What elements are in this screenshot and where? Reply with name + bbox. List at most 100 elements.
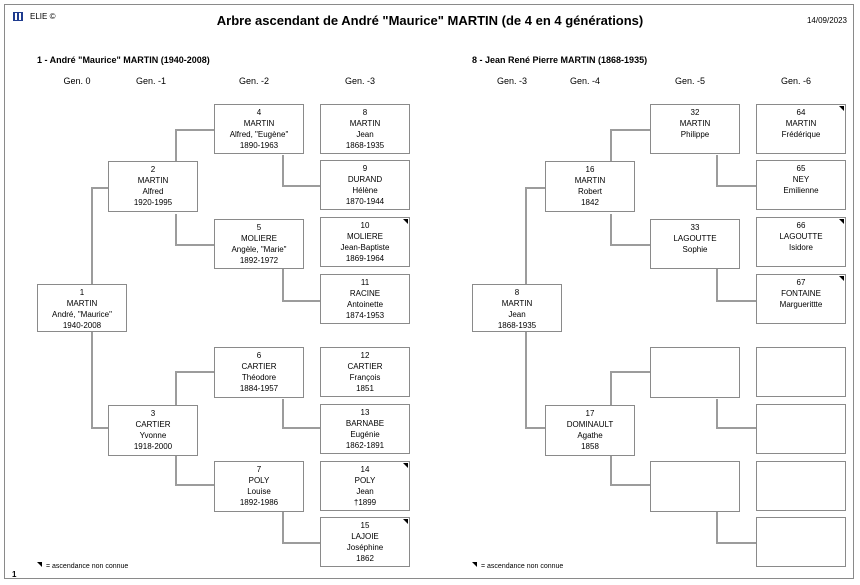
surname: MARTIN	[679, 119, 711, 128]
person-box-9[interactable]: 9 DURAND Hélène 1870-1944	[320, 160, 410, 210]
unknown-ancestry-marker-icon	[403, 519, 408, 524]
person-box-66[interactable]: 66 LAGOUTTE Isidore	[756, 217, 846, 267]
sosa-number: 7	[256, 465, 262, 474]
person-box-4[interactable]: 4 MARTIN Alfred, "Eugène" 1890-1963	[214, 104, 304, 154]
gen-header: Gen. -6	[780, 76, 811, 86]
gen-header: Gen. -3	[344, 76, 375, 86]
person-box-6[interactable]: 6 CARTIER Théodore 1884-1957	[214, 347, 304, 398]
person-box-8[interactable]: 8 MARTIN Jean 1868-1935	[320, 104, 410, 154]
surname: MOLIERE	[346, 232, 383, 241]
person-box-8-root[interactable]: 8 MARTIN Jean 1868-1935	[472, 284, 562, 332]
page-number: 1	[12, 570, 17, 579]
unknown-ancestry-marker-icon	[403, 463, 408, 468]
unknown-ancestry-marker-icon	[37, 562, 42, 567]
surname: FONTAINE	[781, 289, 821, 298]
given-names: Alfred, "Eugène"	[229, 130, 289, 139]
life-dates: †1899	[353, 498, 377, 507]
person-box-11[interactable]: 11 RACINE Antoinette 1874-1953	[320, 274, 410, 324]
gen-header: Gen. 0	[63, 76, 91, 86]
surname: LAJOIE	[351, 532, 379, 541]
surname: CARTIER	[135, 420, 171, 429]
person-box-1[interactable]: 1 MARTIN André, "Maurice" 1940-2008	[37, 284, 127, 332]
person-box-67[interactable]: 67 FONTAINE Marguerittte	[756, 274, 846, 324]
sosa-number: 9	[362, 164, 368, 173]
given-names: Louise	[247, 487, 271, 496]
book-logo-icon	[13, 12, 23, 21]
empty-person-box[interactable]	[650, 461, 740, 512]
sosa-number: 33	[690, 223, 700, 232]
person-box-12[interactable]: 12 CARTIER François 1851	[320, 347, 410, 397]
empty-person-box[interactable]	[650, 347, 740, 398]
person-box-14[interactable]: 14 POLY Jean †1899	[320, 461, 410, 511]
life-dates: 1868-1935	[345, 141, 385, 150]
person-box-32[interactable]: 32 MARTIN Philippe	[650, 104, 740, 154]
person-box-2[interactable]: 2 MARTIN Alfred 1920-1995	[108, 161, 198, 212]
life-dates: 1920-1995	[133, 198, 173, 207]
surname: MARTIN	[137, 176, 169, 185]
given-names: Yvonne	[139, 431, 167, 440]
given-names: Antoinette	[346, 300, 384, 309]
app-name: ELIE ©	[30, 12, 56, 21]
person-box-64[interactable]: 64 MARTIN Frédérique	[756, 104, 846, 154]
sosa-number: 66	[796, 221, 806, 230]
surname: BARNABE	[345, 419, 385, 428]
given-names: Joséphine	[346, 543, 384, 552]
surname: POLY	[354, 476, 376, 485]
life-dates: 1892-1972	[239, 256, 279, 265]
sosa-number: 17	[585, 409, 595, 418]
given-names: Isidore	[788, 243, 813, 252]
given-names: Jean	[508, 310, 526, 319]
given-names: Philippe	[680, 130, 710, 139]
surname: RACINE	[349, 289, 381, 298]
sosa-number: 2	[150, 165, 156, 174]
surname: MARTIN	[501, 299, 533, 308]
unknown-ancestry-marker-icon	[403, 219, 408, 224]
sosa-number: 65	[796, 164, 806, 173]
page-title: Arbre ascendant de André "Maurice" MARTI…	[216, 13, 644, 28]
sosa-number: 4	[256, 108, 262, 117]
person-box-33[interactable]: 33 LAGOUTTE Sophie	[650, 219, 740, 269]
sosa-number: 10	[360, 221, 370, 230]
given-names: Jean	[356, 130, 374, 139]
sosa-number: 12	[360, 351, 370, 360]
person-box-65[interactable]: 65 NEY Emilienne	[756, 160, 846, 210]
surname: MOLIERE	[240, 234, 277, 243]
sosa-number: 8	[514, 288, 520, 297]
gen-header: Gen. -1	[135, 76, 166, 86]
surname: CARTIER	[347, 362, 383, 371]
person-box-15[interactable]: 15 LAJOIE Joséphine 1862	[320, 517, 410, 567]
empty-person-box[interactable]	[756, 461, 846, 511]
legend-text: = ascendance non connue	[46, 563, 129, 570]
empty-person-box[interactable]	[756, 347, 846, 397]
surname: MARTIN	[574, 176, 606, 185]
life-dates: 1868-1935	[497, 321, 537, 330]
life-dates: 1870-1944	[345, 197, 385, 206]
surname: MARTIN	[349, 119, 381, 128]
person-box-10[interactable]: 10 MOLIERE Jean-Baptiste 1869-1964	[320, 217, 410, 267]
person-box-16[interactable]: 16 MARTIN Robert 1842	[545, 161, 635, 212]
legend-left: = ascendance non connue	[37, 562, 128, 570]
surname: LAGOUTTE	[673, 234, 717, 243]
empty-person-box[interactable]	[756, 404, 846, 454]
unknown-ancestry-marker-icon	[839, 106, 844, 111]
given-names: Robert	[577, 187, 602, 196]
empty-person-box[interactable]	[756, 517, 846, 567]
life-dates: 1842	[581, 198, 599, 207]
sosa-number: 3	[150, 409, 156, 418]
surname: POLY	[248, 476, 270, 485]
person-box-17[interactable]: 17 DOMINAULT Agathe 1858	[545, 405, 635, 456]
life-dates: 1862	[356, 554, 374, 563]
page-frame	[4, 4, 854, 579]
unknown-ancestry-marker-icon	[472, 562, 477, 567]
life-dates: 1851	[356, 384, 374, 393]
life-dates: 1884-1957	[239, 384, 279, 393]
given-names: Alfred	[142, 187, 164, 196]
legend-text: = ascendance non connue	[481, 563, 564, 570]
sosa-number: 1	[79, 288, 85, 297]
life-dates: 1874-1953	[345, 311, 385, 320]
person-box-3[interactable]: 3 CARTIER Yvonne 1918-2000	[108, 405, 198, 456]
person-box-7[interactable]: 7 POLY Louise 1892-1986	[214, 461, 304, 512]
person-box-13[interactable]: 13 BARNABE Eugénie 1862-1891	[320, 404, 410, 454]
print-date: 14/09/2023	[806, 16, 847, 25]
person-box-5[interactable]: 5 MOLIERE Angèle, "Marie" 1892-1972	[214, 219, 304, 269]
